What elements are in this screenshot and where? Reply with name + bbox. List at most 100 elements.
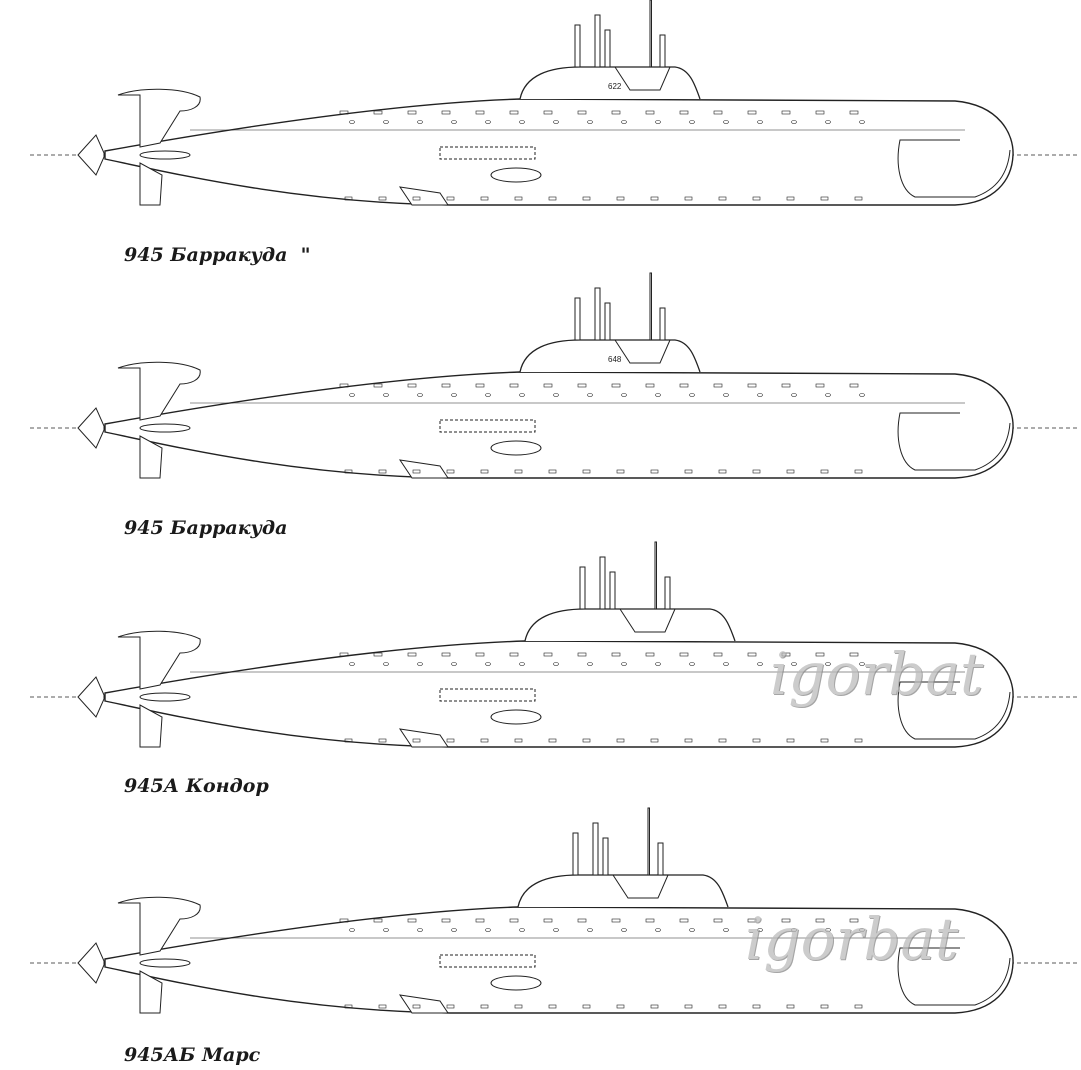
- hull-detail: [645, 918, 655, 923]
- hull-detail: [820, 196, 829, 201]
- hull-detail: [684, 196, 693, 201]
- hull-detail: [752, 469, 761, 474]
- hull-detail: [587, 928, 593, 932]
- hull-detail: [645, 383, 655, 388]
- hull-detail: [815, 110, 825, 115]
- hydroplane: [398, 728, 449, 748]
- hull-detail: [441, 652, 451, 657]
- hull-detail: [514, 1004, 523, 1009]
- watermark-4: igorbat: [745, 905, 959, 973]
- hull-detail: [441, 110, 451, 115]
- hull-detail: [373, 383, 383, 388]
- stabilizer: [139, 958, 191, 968]
- hull-detail: [582, 196, 591, 201]
- hull-detail: [752, 738, 761, 743]
- hull-detail: [859, 662, 865, 666]
- hull-detail: [718, 469, 727, 474]
- hull-outline: [104, 98, 1014, 206]
- hydroplane: [398, 994, 449, 1014]
- hull-detail: [718, 196, 727, 201]
- hull-detail: [854, 469, 863, 474]
- hull-detail: [407, 652, 417, 657]
- hull-detail: [373, 918, 383, 923]
- submarine-2: 648: [30, 272, 1078, 479]
- lower-rudder: [139, 970, 163, 1014]
- hull-detail: [849, 383, 859, 388]
- hull-detail: [791, 393, 797, 397]
- hull-detail: [791, 120, 797, 124]
- mast: [609, 571, 616, 610]
- hull-detail: [344, 469, 353, 474]
- hull-detail: [543, 652, 553, 657]
- mast: [592, 822, 599, 876]
- hull-detail: [514, 738, 523, 743]
- hull-detail: [553, 928, 559, 932]
- hull-detail: [655, 662, 661, 666]
- hull-detail: [519, 120, 525, 124]
- hull-detail: [417, 120, 423, 124]
- hull-detail: [679, 110, 689, 115]
- hull-detail: [451, 928, 457, 932]
- hull-detail: [509, 918, 519, 923]
- mast: [579, 566, 586, 610]
- hatch: [490, 709, 542, 725]
- hull-detail: [519, 393, 525, 397]
- hull-detail: [854, 1004, 863, 1009]
- propeller: [77, 134, 105, 176]
- hull-detail: [655, 393, 661, 397]
- hull-detail: [378, 469, 387, 474]
- hull-detail: [553, 662, 559, 666]
- hull-detail: [781, 110, 791, 115]
- panel: [439, 954, 536, 968]
- propeller: [77, 407, 105, 449]
- hull-detail: [480, 1004, 489, 1009]
- sail-recess: [612, 874, 669, 899]
- hull-detail: [339, 918, 349, 923]
- hull-detail: [383, 662, 389, 666]
- hull-detail: [689, 928, 695, 932]
- hull-detail: [514, 469, 523, 474]
- hull-detail: [781, 652, 791, 657]
- hull-detail: [757, 928, 763, 932]
- hull-detail: [378, 738, 387, 743]
- hull-detail: [713, 383, 723, 388]
- hull-detail: [645, 110, 655, 115]
- hull-detail: [854, 196, 863, 201]
- hull-detail: [417, 393, 423, 397]
- hull-detail: [747, 383, 757, 388]
- hull-detail: [480, 738, 489, 743]
- hull-detail: [611, 383, 621, 388]
- hull-detail: [587, 662, 593, 666]
- hull-detail: [543, 918, 553, 923]
- hull-detail: [616, 196, 625, 201]
- hull-detail: [820, 1004, 829, 1009]
- hull-detail: [485, 662, 491, 666]
- hull-detail: [475, 652, 485, 657]
- hull-detail: [621, 120, 627, 124]
- hull-outline: [104, 906, 1014, 1014]
- hull-detail: [339, 383, 349, 388]
- hull-detail: [383, 393, 389, 397]
- hull-detail: [485, 393, 491, 397]
- panel: [439, 146, 536, 160]
- hull-detail: [616, 469, 625, 474]
- hull-detail: [786, 196, 795, 201]
- mast: [594, 287, 601, 341]
- hull-detail: [441, 918, 451, 923]
- hull-detail: [446, 196, 455, 201]
- hull-detail: [713, 918, 723, 923]
- hatch: [490, 167, 542, 183]
- hydroplane: [398, 186, 449, 206]
- mast: [572, 832, 579, 876]
- hull-detail: [344, 738, 353, 743]
- mast: [574, 297, 581, 341]
- hull-detail: [339, 652, 349, 657]
- hull-detail: [577, 383, 587, 388]
- hull-detail: [820, 738, 829, 743]
- hull-detail: [747, 110, 757, 115]
- hull-detail: [412, 738, 421, 743]
- hull-detail: [723, 393, 729, 397]
- upper-fin: [117, 630, 201, 690]
- watermark-3: igorbat: [770, 640, 984, 708]
